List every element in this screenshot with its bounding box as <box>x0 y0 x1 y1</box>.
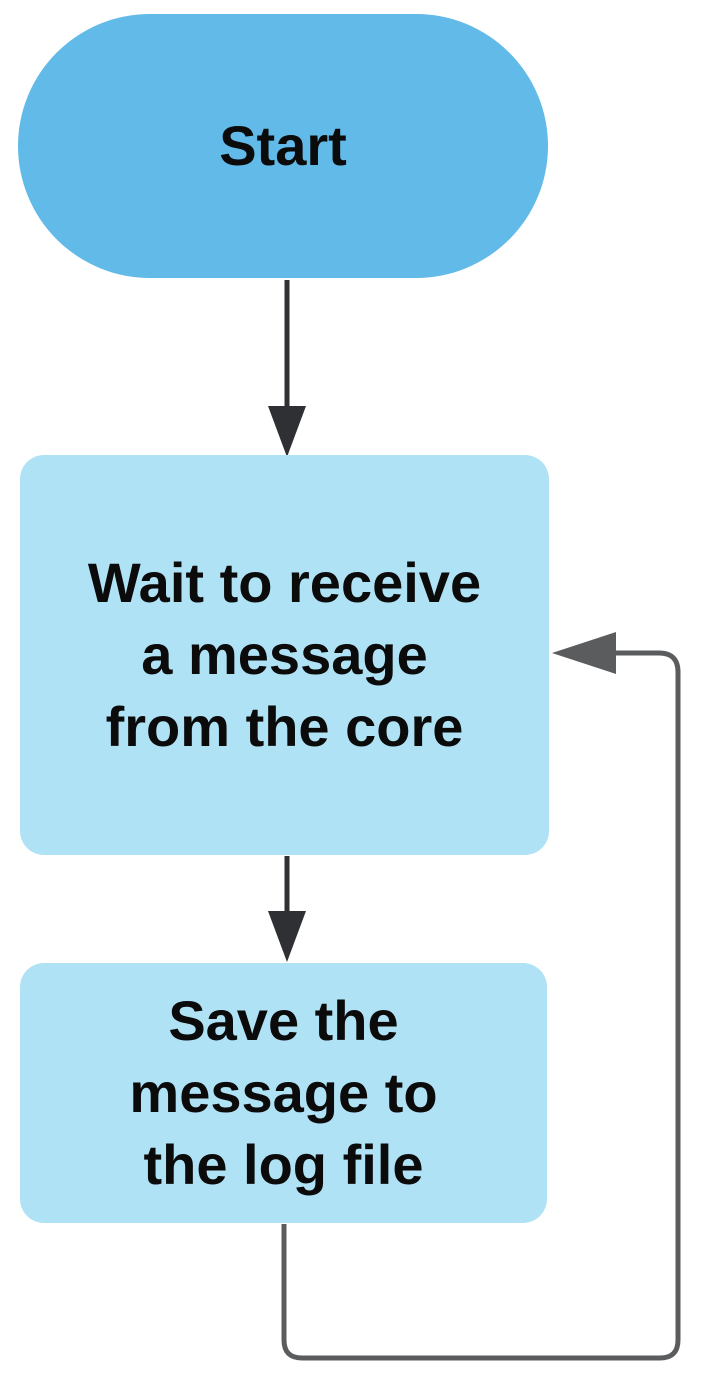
node-start-label: Start <box>219 114 347 177</box>
node-wait-label-line-1: Wait to receive <box>87 551 482 614</box>
node-save-label: Save the message to the log file <box>129 985 437 1201</box>
node-save-message[interactable]: Save the message to the log file <box>20 963 547 1223</box>
edge-wait-to-save[interactable] <box>268 856 306 962</box>
node-save-label-line-1: Save the <box>168 989 399 1052</box>
node-wait-to-receive[interactable]: Wait to receive a message from the core <box>20 455 549 855</box>
edge-save-loop-to-wait[interactable] <box>281 632 681 1361</box>
arrowhead-down-icon <box>268 911 306 962</box>
edge-save-loop-line <box>281 650 681 1361</box>
edge-start-to-wait[interactable] <box>268 280 306 457</box>
node-wait-label: Wait to receive a message from the core <box>88 547 481 763</box>
node-wait-label-line-2: a message <box>141 623 428 686</box>
arrowhead-left-icon <box>552 632 616 674</box>
node-wait-label-line-3: from the core <box>105 695 464 758</box>
node-save-label-line-3: the log file <box>143 1133 424 1196</box>
node-save-label-line-2: message to <box>129 1061 438 1124</box>
node-start[interactable]: Start <box>18 14 548 278</box>
arrowhead-down-icon <box>268 406 306 457</box>
